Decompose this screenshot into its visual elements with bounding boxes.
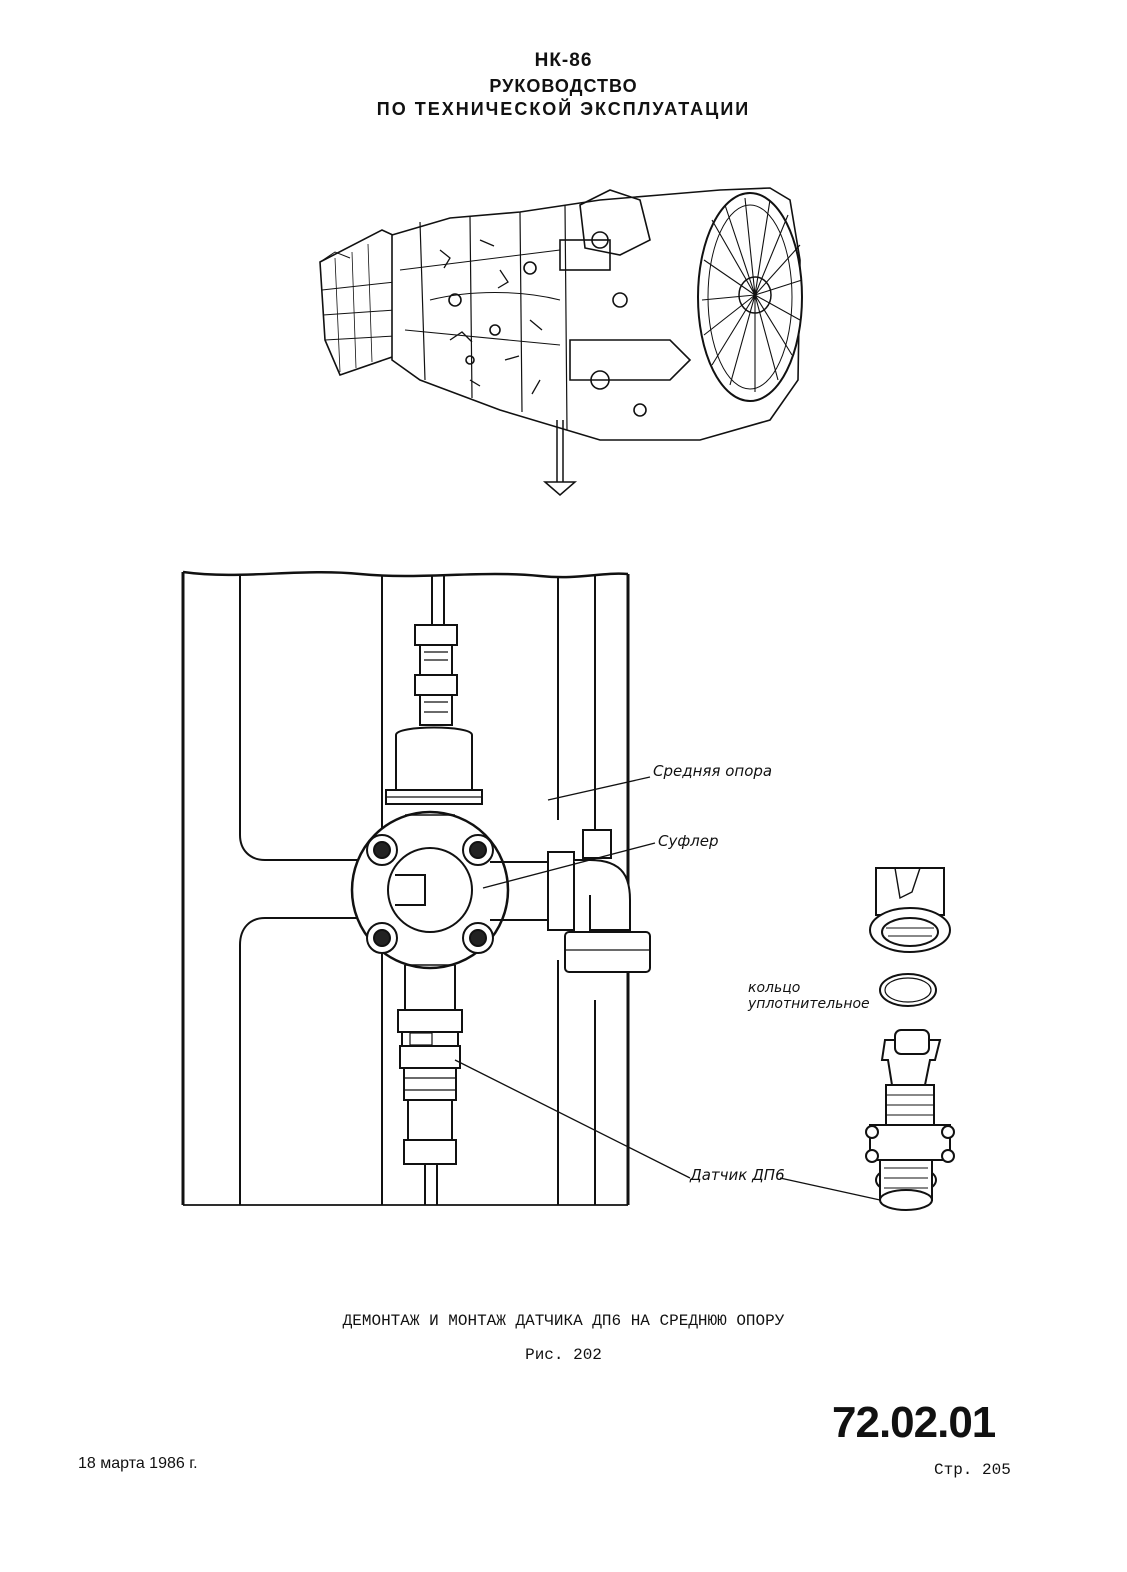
label-sealing-ring: кольцо уплотнительное	[748, 980, 870, 1012]
label-sensor: Датчик ДП6	[690, 1166, 785, 1184]
manual-title-line1: РУКОВОДСТВО	[489, 76, 638, 96]
document-number: 72.02.01	[832, 1398, 996, 1447]
label-middle-support: Средняя опора	[653, 762, 773, 780]
label-sealing-ring-line1: кольцо	[748, 980, 801, 996]
label-sealing-ring-line2: уплотнительное	[748, 996, 870, 1012]
revision-date: 18 марта 1986 г.	[78, 1455, 198, 1472]
manual-title-line2: ПО ТЕХНИЧЕСКОЙ ЭКСПЛУАТАЦИИ	[376, 99, 751, 119]
sensor-installation-drawing	[181, 570, 881, 1206]
figure-caption-title: ДЕМОНТАЖ И МОНТАЖ ДАТЧИКА ДП6 НА СРЕДНЮЮ…	[342, 1312, 785, 1330]
label-breather: Суфлер	[658, 832, 719, 850]
exploded-parts	[865, 867, 955, 1211]
page-number: Стр. 205	[934, 1461, 1011, 1479]
manual-model: НК-86	[534, 50, 593, 71]
engine-illustration	[319, 187, 803, 496]
figure-number: Рис. 202	[525, 1346, 602, 1364]
